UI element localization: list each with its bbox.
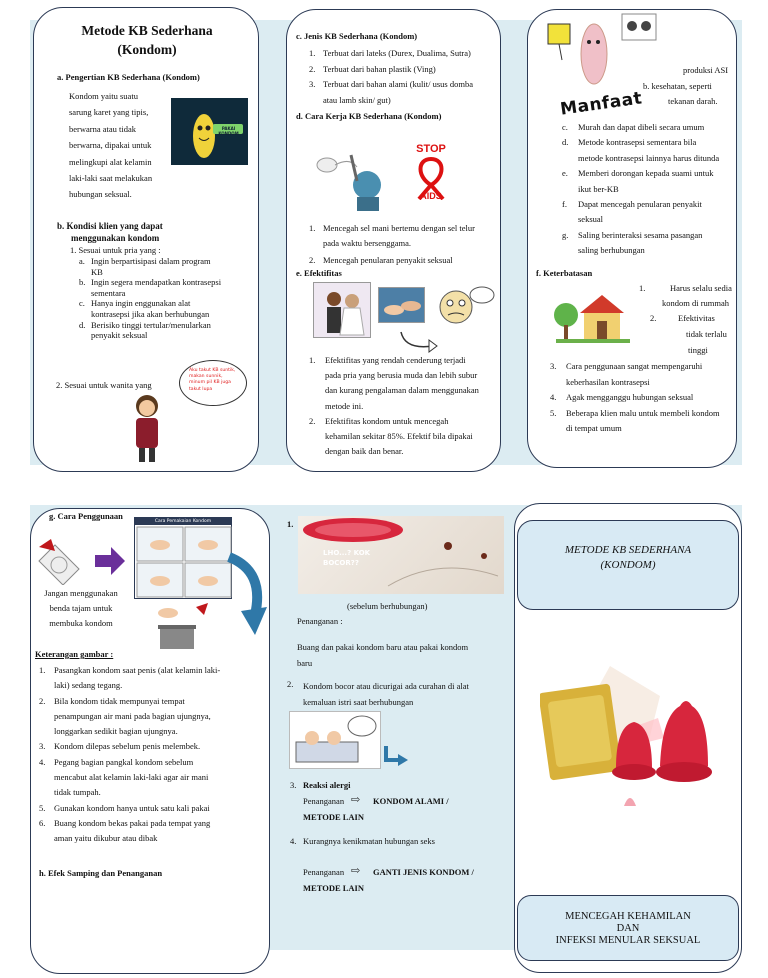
blue-arrow-icon — [226, 552, 267, 635]
house-image — [554, 295, 630, 343]
curved-arrow-icon — [400, 331, 438, 353]
s1-penanganan: Penanganan : — [297, 616, 343, 626]
s1-caption: (sebelum berhubungan) — [347, 601, 428, 611]
section-b-heading-1: b. Kondisi klien yang dapat — [57, 221, 163, 231]
title-line2: (Kondom) — [117, 42, 177, 57]
woman-figure-image — [136, 395, 158, 462]
section-e-items: 1. Efektifitas yang rendah cenderung ter… — [309, 355, 479, 457]
f-1-line2: kondom di rummah — [662, 298, 730, 308]
s4-arrow-icon: ⇨ — [351, 865, 361, 877]
usage-steps-image: Cara Pemakaian Kondom — [134, 517, 232, 599]
panel-2: c. Jenis KB Sederhana (Kondom) 1.Terbuat… — [286, 9, 501, 472]
couple-image — [313, 282, 371, 338]
section-b-1: 1. Sesuai untuk pria yang : — [70, 245, 161, 255]
section-e-heading: e. Efektifitas — [296, 268, 342, 278]
sperm-warrior-image — [316, 154, 381, 211]
keterangan-items: 1.Pasangkan kondom saat penis (alat kela… — [39, 665, 221, 844]
stop-label: STOP — [416, 143, 446, 155]
manfaat-prod: produksi ASI — [683, 65, 729, 75]
title-line1: Metode KB Sederhana — [81, 23, 213, 38]
s2-text: Kondom bocor atau dicurigai ada curahan … — [303, 681, 469, 707]
s3-penanganan: Penanganan — [303, 796, 345, 806]
mascot-sign-text: PAKAI KONDOM — [218, 126, 239, 136]
cover-title-1: METODE KB SEDERHANA — [564, 544, 692, 556]
aids-label: AIDS — [420, 191, 442, 201]
f-2-line1: Efektivitas — [678, 313, 715, 323]
f-2-line3: tinggi — [688, 345, 708, 355]
s4-number: 4. — [290, 836, 297, 846]
panel-1: Metode KB Sederhana (Kondom) a. Pengerti… — [33, 7, 259, 472]
s3-arrow-icon: ⇨ — [351, 794, 361, 806]
s3-title: Reaksi alergi — [303, 780, 351, 790]
manfaat-b-1: b. kesehatan, seperti — [643, 81, 712, 91]
cover-bottom-2: DAN — [616, 923, 640, 934]
usage-steps-title: Cara Pemakaian Kondom — [135, 518, 231, 525]
section-b-heading-2: menggunakan kondom — [71, 233, 160, 243]
hands-image — [378, 287, 425, 323]
f-2-line2: tidak terlalu — [686, 329, 727, 339]
s4-result-2: METODE LAIN — [303, 883, 365, 893]
condom-mascot-image: PAKAI KONDOM — [171, 98, 248, 165]
manfaat-b-2: tekanan darah. — [668, 96, 718, 106]
s1-treatment: Buang dan pakai kondom baru atau pakai k… — [297, 642, 469, 668]
s4-result-1: GANTI JENIS KONDOM / — [373, 867, 474, 877]
f-1-line1: Harus selalu sedia — [670, 283, 732, 293]
manfaat-condom-image — [547, 13, 657, 85]
trash-bin-image — [158, 603, 208, 649]
cover-bottom-box — [517, 895, 739, 961]
photo-caption-text: LHO...? KOK BOCOR?? — [323, 549, 371, 567]
f-1-number: 1. — [639, 283, 646, 293]
s4-penanganan: Penanganan — [303, 867, 345, 877]
condom-packet-image — [38, 539, 125, 585]
keterangan-heading: Keterangan gambar : — [35, 649, 114, 659]
s1-number: 1. — [287, 519, 294, 529]
section-a-heading: a. Pengertian KB Sederhana (Kondom) — [57, 72, 200, 82]
f-2-number: 2. — [650, 313, 657, 323]
condom-cover-photo — [540, 626, 730, 846]
s3-number: 3. — [290, 780, 297, 790]
thought-bubble-text: Aku takut KB suntik, makan sunnik, minum… — [189, 368, 236, 392]
s3-result-1: KONDOM ALAMI / — [373, 796, 449, 806]
panel-3: Manfaat produksi ASI b. kesehatan, seper… — [527, 9, 737, 468]
s4-title: Kurangnya kenikmatan hubungan seks — [303, 836, 435, 846]
manfaat-items: c.Murah dan dapat dibeli secara umum d.M… — [562, 122, 720, 256]
section-h-heading: h. Efek Samping dan Penanganan — [39, 868, 163, 878]
thought-bubble — [179, 360, 247, 406]
cover-bottom-3: INFEKSI MENULAR SEKSUAL — [555, 935, 701, 946]
section-g-heading: g. Cara Penggunaan — [49, 511, 123, 521]
section-f-heading: f. Keterbatasan — [536, 268, 593, 278]
s2-number: 2. — [287, 679, 294, 689]
cover-title-box — [517, 520, 739, 610]
section-d-heading: d. Cara Kerja KB Sederhana (Kondom) — [296, 111, 442, 121]
stop-aids-image: STOP AIDS — [407, 143, 455, 218]
section-d-items: 1.Mencegah sel mani bertemu dengan sel t… — [309, 223, 475, 265]
section-b-2: 2. Sesuai untuk wanita yang — [56, 380, 152, 390]
sick-man-image — [432, 281, 495, 339]
leaking-condom-photo: LHO...? KOK BOCOR?? — [298, 516, 504, 594]
cover-title-2: (KONDOM) — [600, 559, 656, 571]
section-c-heading: c. Jenis KB Sederhana (Kondom) — [296, 31, 418, 41]
cover-bottom-1: MENCEGAH KEHAMILAN — [565, 911, 691, 922]
blue-arrow-small-icon — [384, 746, 408, 766]
s3-result-2: METODE LAIN — [303, 812, 365, 822]
bed-couple-image — [289, 711, 381, 769]
panel-4: g. Cara Penggunaan Cara Pemakaian Kondom… — [30, 508, 270, 974]
section-c-items: 1.Terbuat dari lateks (Durex, Dualima, S… — [309, 48, 474, 105]
